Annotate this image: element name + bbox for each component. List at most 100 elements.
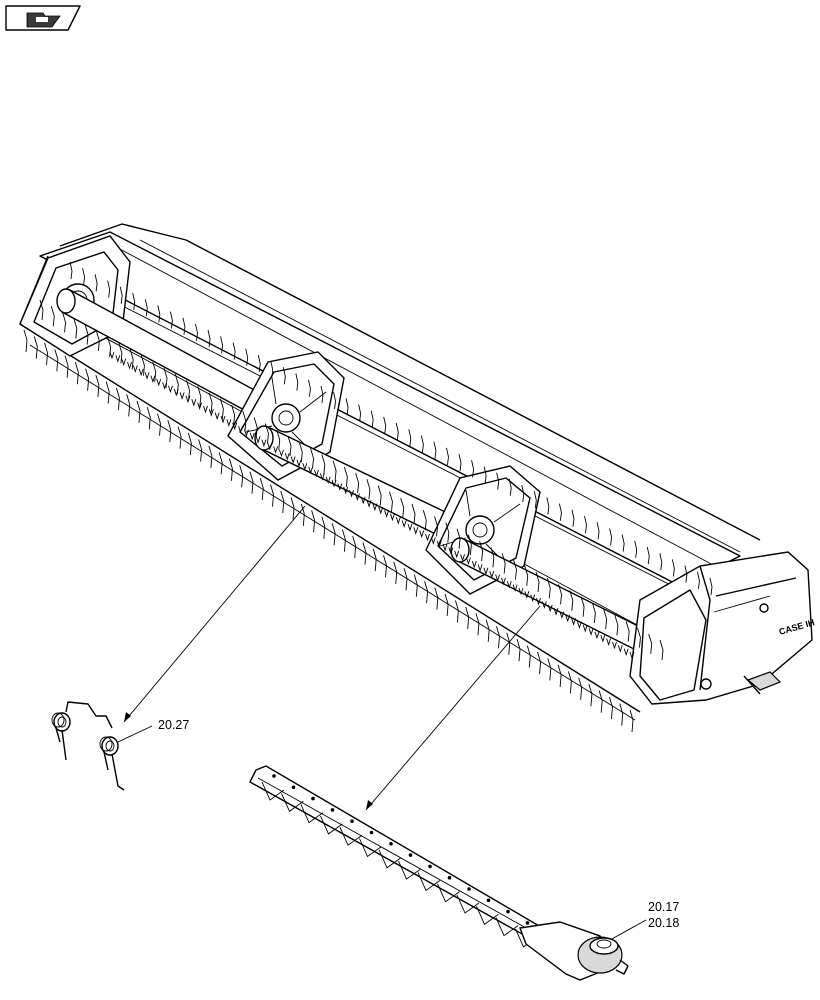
tooth: [623, 648, 629, 657]
tine: [259, 478, 264, 501]
tine: [239, 465, 244, 488]
tine: [307, 379, 311, 397]
tooth: [132, 365, 138, 373]
tooth: [518, 587, 524, 596]
nav-icon-box[interactable]: [5, 5, 81, 31]
rivet-hole: [486, 898, 491, 903]
tine: [370, 410, 374, 428]
tine: [141, 355, 145, 376]
tooth: [582, 624, 588, 633]
tine: [33, 336, 38, 359]
tooth: [506, 581, 512, 589]
tine: [479, 540, 484, 562]
reel-assembly: CASE IH: [19, 223, 816, 721]
tine: [119, 286, 123, 304]
tine: [157, 413, 161, 436]
tooth: [243, 429, 249, 437]
tine: [557, 664, 562, 687]
rivet-hole: [291, 785, 296, 790]
tooth: [331, 479, 337, 488]
tooth: [191, 399, 197, 407]
tine: [207, 330, 211, 348]
rivet-hole: [506, 909, 510, 914]
tine: [546, 497, 550, 515]
tine: [62, 312, 67, 333]
tooth: [144, 372, 150, 380]
tooth: [197, 402, 203, 410]
tine: [393, 561, 398, 584]
tooth: [372, 503, 378, 512]
tooth: [559, 611, 565, 619]
tine: [475, 613, 480, 636]
tine: [516, 639, 521, 662]
tine: [146, 407, 151, 430]
reel-tines-back: [69, 261, 713, 596]
tine: [295, 373, 299, 391]
tooth: [290, 456, 296, 464]
tine: [341, 529, 346, 552]
tine: [377, 485, 382, 506]
tine: [270, 361, 274, 379]
tooth: [279, 449, 284, 458]
tooth: [547, 604, 553, 613]
tine: [637, 627, 641, 648]
tine: [257, 354, 261, 372]
callout-knife-section[interactable]: 20.18: [648, 916, 680, 930]
tine: [23, 329, 28, 353]
tine: [105, 381, 110, 404]
tooth: [308, 466, 314, 475]
tine: [358, 404, 362, 422]
tooth: [600, 635, 606, 643]
tine: [44, 342, 48, 365]
tooth: [571, 618, 576, 626]
tooth: [407, 523, 413, 532]
tooth: [238, 426, 243, 434]
tine: [362, 542, 367, 565]
tine: [126, 394, 131, 417]
tine: [411, 503, 416, 525]
tooth: [296, 459, 302, 468]
tine: [603, 608, 608, 630]
tine: [533, 491, 537, 509]
tine: [321, 516, 326, 539]
tooth: [232, 422, 238, 431]
tine: [118, 343, 123, 364]
tine: [144, 299, 148, 317]
tooth: [226, 419, 232, 427]
tine: [535, 571, 540, 593]
tine: [629, 709, 634, 733]
tine: [232, 342, 236, 360]
tooth: [249, 432, 255, 441]
tine: [218, 452, 223, 475]
tooth: [185, 395, 191, 404]
tine: [270, 484, 274, 507]
tine: [659, 553, 663, 571]
tine: [433, 441, 437, 459]
tooth: [483, 567, 489, 576]
tine: [596, 522, 600, 540]
tine: [219, 398, 224, 419]
knife-tooth: [417, 872, 441, 892]
tine: [496, 626, 500, 649]
tine: [697, 571, 700, 589]
tooth: [477, 564, 483, 572]
tine: [584, 515, 587, 534]
callout-tine-spring[interactable]: 20.27: [158, 718, 190, 732]
tine: [208, 445, 213, 468]
tine: [276, 429, 281, 450]
tooth: [384, 510, 390, 518]
rivet-hole: [311, 796, 315, 801]
tine: [483, 466, 487, 484]
tooth: [378, 506, 384, 515]
tine: [245, 348, 249, 366]
tine: [366, 479, 371, 500]
tine: [300, 503, 305, 526]
knife-tooth: [495, 917, 519, 937]
knife-tooth: [378, 849, 402, 869]
tine: [84, 324, 89, 345]
tine: [634, 540, 638, 558]
tine: [107, 280, 111, 298]
callout-knife-assembly[interactable]: 20.17: [648, 900, 680, 914]
tine: [332, 460, 337, 481]
tine: [496, 472, 500, 490]
